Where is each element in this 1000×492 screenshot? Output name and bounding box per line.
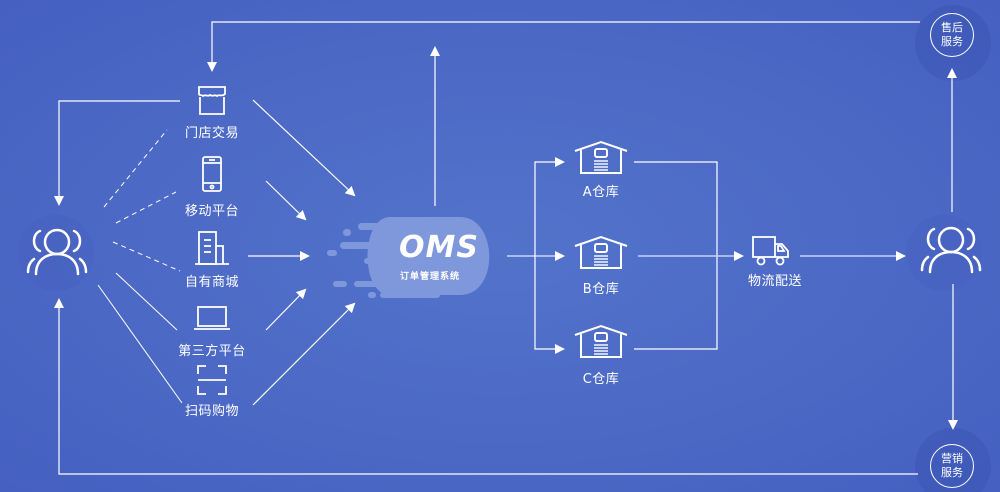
customer-store-dash (103, 129, 168, 208)
customer-scan-line (97, 284, 183, 404)
truck-icon (752, 236, 789, 266)
warehouse-a-branch (534, 157, 565, 256)
oms-subtitle: 订单管理系统 (400, 272, 461, 282)
after-sales-line1: 售后 (941, 21, 963, 34)
oms-logo-shape (327, 217, 490, 298)
warehouse-label-c: C仓库 (582, 372, 620, 387)
warehouse-c-icon (574, 324, 628, 358)
marketing-line1: 营销 (941, 452, 963, 465)
store-to-customer-line (54, 100, 180, 206)
mobile-to-oms-arrow (265, 180, 307, 221)
building-icon (195, 231, 229, 265)
after-sales-line2: 服务 (941, 35, 963, 48)
smartphone-icon (202, 156, 222, 192)
left-customers-icon (26, 228, 88, 276)
marketing-line2: 服务 (941, 466, 963, 479)
channel-label-mall: 自有商城 (184, 275, 240, 290)
after-sales-service-badge: 售后服务 (930, 13, 974, 57)
storefront-icon (198, 86, 226, 115)
warehouse-a-icon (574, 140, 628, 174)
after-sales-to-store-line (207, 21, 920, 72)
warehouse-label-a: A仓库 (582, 185, 620, 200)
store-to-oms-arrow (252, 99, 356, 197)
warehouse-c-branch (534, 256, 565, 354)
customer-mall-dash (112, 241, 181, 272)
scan-to-oms-arrow (252, 302, 356, 406)
customer-mobile-dash (115, 191, 177, 224)
marketing-to-customer-line (54, 298, 918, 475)
warehouse-b-icon (574, 235, 628, 269)
channel-label-third-party: 第三方平台 (178, 344, 246, 359)
laptop-icon (194, 306, 230, 330)
channel-label-mobile: 移动平台 (184, 204, 240, 219)
right-customers-icon (920, 226, 982, 274)
warehouse-label-b: B仓库 (582, 282, 620, 297)
oms-title: OMS (399, 230, 479, 265)
customer-third-line (115, 272, 178, 331)
marketing-service-badge: 营销服务 (930, 444, 974, 488)
channel-label-scan: 扫码购物 (184, 404, 240, 419)
scan-icon (197, 365, 227, 395)
channel-label-store: 门店交易 (184, 126, 240, 141)
logistics-label: 物流配送 (747, 274, 803, 289)
third-to-oms-arrow (265, 288, 307, 331)
